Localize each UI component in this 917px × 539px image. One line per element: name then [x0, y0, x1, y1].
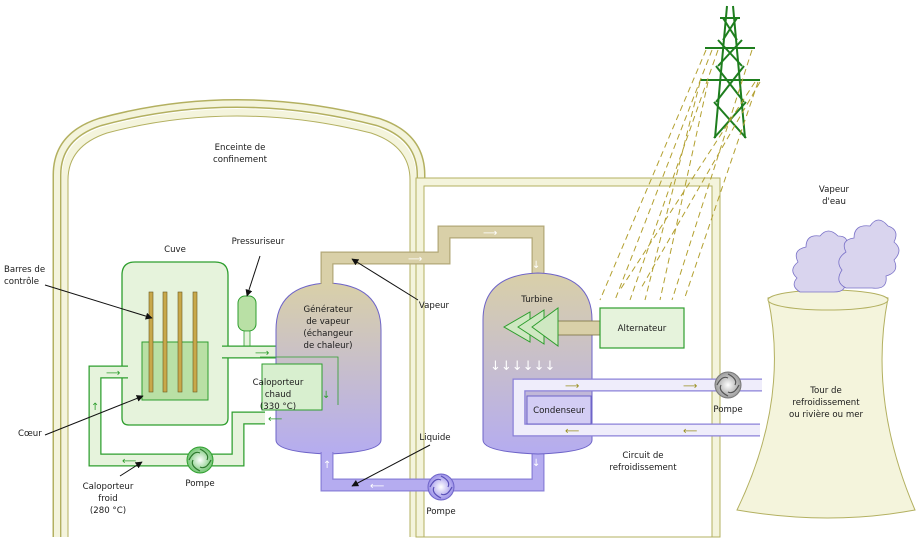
leader-lines	[44, 255, 431, 487]
label-enceinte-1: Enceinte de	[215, 143, 266, 153]
label-liquide: Liquide	[419, 433, 450, 443]
label-cuve: Cuve	[164, 245, 186, 255]
pump-icon-primary	[186, 446, 214, 474]
steam-generator	[260, 282, 382, 455]
label-barres-2: contrôle	[4, 276, 39, 287]
svg-text:⟶: ⟶	[255, 348, 269, 359]
svg-text:↑: ↑	[91, 402, 99, 413]
svg-text:⟶: ⟶	[408, 254, 422, 265]
label-vapeur-eau-1: Vapeur	[819, 185, 850, 195]
svg-text:↓: ↓	[532, 458, 540, 469]
label-enceinte-2: confinement	[213, 155, 268, 165]
label-condenseur: Condenseur	[533, 406, 585, 416]
cooling-loop	[512, 378, 762, 437]
label-tour-2: refroidissement	[792, 398, 860, 408]
svg-text:⟶: ⟶	[683, 381, 697, 392]
label-caloporteur-chaud-1: Caloporteur	[253, 378, 304, 388]
label-alternateur: Alternateur	[618, 324, 667, 334]
label-generateur-3: (échangeur	[303, 328, 353, 339]
label-generateur-1: Générateur	[303, 304, 353, 315]
svg-text:↓: ↓	[532, 260, 540, 271]
svg-text:⟶: ⟶	[565, 381, 579, 392]
label-caloporteur-froid-3: (280 °C)	[90, 506, 126, 516]
label-barres-1: Barres de	[4, 265, 45, 275]
svg-text:⟵: ⟵	[268, 414, 282, 425]
label-coeur: Cœur	[18, 429, 42, 439]
label-turbine: Turbine	[520, 295, 553, 305]
svg-text:↑: ↑	[323, 460, 331, 471]
flow-arrows: ⟶ ↓ ⟵ ⟵ ↑ ⟶ ⟶ ⟶ ↓ ⟵ ↑ ↓ ⟶ ⟶ ⟵ ⟵ ↓↓↓↓↓↓	[91, 228, 697, 492]
label-generateur-2: de vapeur	[306, 317, 350, 327]
label-generateur-4: de chaleur)	[304, 341, 353, 351]
svg-text:⟶: ⟶	[483, 228, 497, 239]
label-caloporteur-froid-1: Caloporteur	[83, 482, 134, 492]
pump-icon-cooling	[714, 371, 742, 399]
condenser	[526, 395, 592, 425]
label-circuit-2: refroidissement	[609, 463, 677, 473]
svg-text:↓↓↓↓↓↓: ↓↓↓↓↓↓	[490, 359, 555, 374]
pylon-icon	[700, 5, 760, 139]
reactor-vessel	[121, 261, 229, 426]
label-tour-1: Tour de	[809, 386, 842, 396]
pump-icon-secondary	[427, 473, 455, 501]
svg-text:⟶: ⟶	[106, 368, 120, 379]
label-tour-3: ou rivière ou mer	[789, 409, 864, 420]
label-caloporteur-froid-2: froid	[98, 494, 117, 504]
cooling-tower	[736, 289, 916, 519]
label-pompe-secondaire: Pompe	[426, 507, 455, 517]
svg-text:⟵: ⟵	[683, 426, 697, 437]
label-vapeur-eau-2: d'eau	[822, 197, 846, 207]
label-pompe-primaire: Pompe	[185, 479, 214, 489]
steam-line	[320, 225, 545, 284]
svg-text:⟵: ⟵	[122, 456, 136, 467]
power-lines	[599, 49, 761, 301]
svg-text:↓: ↓	[322, 390, 330, 401]
turbine-icon	[502, 307, 603, 347]
label-caloporteur-chaud-2: chaud	[265, 390, 291, 400]
alternator	[599, 307, 685, 349]
steam-cloud-icon	[792, 219, 900, 293]
svg-text:⟵: ⟵	[565, 426, 579, 437]
label-vapeur: Vapeur	[419, 301, 450, 311]
label-pompe-refroid: Pompe	[713, 405, 742, 415]
control-rods	[148, 291, 198, 393]
label-pressuriseur: Pressuriseur	[232, 237, 285, 247]
label-circuit-1: Circuit de	[622, 451, 663, 461]
svg-text:⟵: ⟵	[370, 481, 384, 492]
label-caloporteur-chaud-3: (330 °C)	[260, 402, 296, 412]
labels: Enceinte de confinement Cuve Barres de c…	[4, 143, 864, 517]
